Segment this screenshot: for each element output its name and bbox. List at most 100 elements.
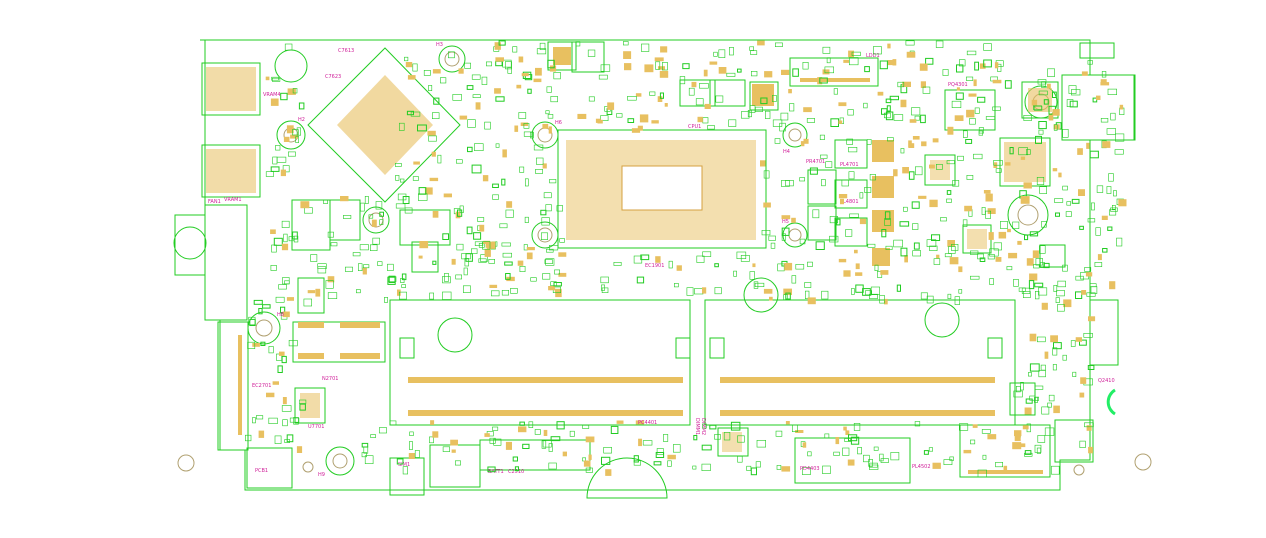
component-pad bbox=[889, 95, 900, 101]
component-pad bbox=[1009, 147, 1014, 155]
component-pad bbox=[1086, 292, 1096, 297]
component-pad bbox=[518, 56, 524, 63]
component-pad bbox=[1017, 240, 1022, 245]
component-pad bbox=[919, 63, 928, 71]
component-pad bbox=[714, 434, 721, 440]
component-pad bbox=[1053, 124, 1058, 131]
vram1-chip: VRAM1 bbox=[201, 144, 261, 203]
component-pad bbox=[900, 148, 905, 154]
gpu-package bbox=[307, 47, 461, 203]
component-pad bbox=[764, 110, 771, 119]
component-pad bbox=[1038, 287, 1048, 296]
component-pad bbox=[293, 417, 299, 425]
component-pad bbox=[631, 128, 641, 133]
component-pad bbox=[442, 233, 449, 241]
component-pad bbox=[804, 290, 810, 300]
component-pad bbox=[1083, 332, 1093, 338]
component-pad bbox=[284, 280, 290, 285]
component-pad bbox=[550, 281, 557, 287]
component-pad bbox=[433, 97, 440, 105]
component-pad bbox=[555, 289, 562, 298]
component-pad bbox=[667, 454, 676, 460]
component-pad bbox=[859, 218, 867, 225]
component-pad bbox=[315, 288, 321, 297]
ec2701-label: EC2701 bbox=[252, 383, 271, 389]
component-pad bbox=[879, 294, 885, 304]
component-pad bbox=[977, 96, 986, 103]
component-pad bbox=[1018, 147, 1029, 156]
component-pad bbox=[1053, 405, 1060, 414]
component-pad bbox=[940, 217, 947, 222]
component-pad bbox=[583, 460, 591, 467]
component-pad bbox=[466, 85, 474, 90]
component-pad bbox=[806, 118, 816, 123]
component-pad bbox=[696, 255, 705, 263]
component-pad bbox=[1039, 186, 1047, 194]
component-pad bbox=[655, 256, 661, 263]
component-pad bbox=[644, 64, 654, 73]
component-pad bbox=[896, 284, 901, 292]
component-pad bbox=[900, 99, 907, 108]
component-pad bbox=[1087, 365, 1095, 370]
component-pad bbox=[1034, 397, 1038, 403]
component-pad bbox=[1039, 245, 1046, 254]
component-pad bbox=[946, 190, 952, 195]
component-pad bbox=[777, 263, 785, 272]
component-pad bbox=[379, 219, 384, 225]
component-pad bbox=[702, 117, 709, 124]
component-pad bbox=[541, 217, 550, 226]
fan-connector: FAN1 bbox=[204, 199, 249, 451]
component-pad bbox=[874, 264, 879, 272]
component-pad bbox=[598, 74, 608, 80]
component-pad bbox=[587, 49, 596, 57]
component-pad bbox=[407, 75, 416, 80]
component-pad bbox=[1062, 185, 1068, 191]
component-pad bbox=[802, 61, 809, 70]
component-pad bbox=[1024, 234, 1029, 241]
component-pad bbox=[695, 98, 704, 106]
component-pad bbox=[524, 178, 529, 187]
component-pad bbox=[633, 460, 641, 466]
component-pad bbox=[271, 77, 281, 82]
component-pad bbox=[992, 106, 1001, 111]
component-pad bbox=[655, 61, 661, 70]
component-pad bbox=[737, 435, 745, 443]
component-pad bbox=[974, 61, 980, 71]
component-pad bbox=[848, 434, 858, 442]
component-pad bbox=[542, 440, 552, 448]
component-pad bbox=[1062, 354, 1067, 361]
component-pad bbox=[505, 441, 512, 450]
component-pad bbox=[361, 442, 369, 448]
component-pad bbox=[588, 96, 595, 102]
component-pad bbox=[423, 70, 431, 76]
component-pad bbox=[1091, 202, 1095, 211]
component-pad bbox=[845, 430, 850, 435]
component-pad bbox=[807, 297, 816, 305]
component-pad bbox=[389, 420, 397, 426]
component-pad bbox=[863, 102, 868, 109]
component-pad bbox=[627, 118, 635, 123]
component-pad bbox=[577, 113, 587, 119]
component-pad bbox=[431, 151, 436, 157]
component-pad bbox=[1043, 99, 1049, 105]
component-pad bbox=[989, 278, 994, 285]
component-pad bbox=[1088, 316, 1096, 322]
component-pad bbox=[518, 112, 527, 119]
component-pad bbox=[979, 63, 986, 69]
component-pad bbox=[656, 448, 664, 455]
component-pad bbox=[783, 288, 792, 295]
component-pad bbox=[1020, 196, 1030, 204]
component-pad bbox=[899, 221, 910, 227]
component-pad bbox=[548, 443, 553, 452]
component-pad bbox=[750, 467, 757, 476]
component-pad bbox=[507, 67, 512, 74]
component-pad bbox=[486, 241, 496, 249]
component-pad bbox=[404, 207, 413, 214]
component-pad bbox=[785, 180, 794, 187]
component-pad bbox=[545, 258, 555, 266]
component-pad bbox=[699, 83, 709, 89]
component-pad bbox=[709, 424, 717, 430]
component-pad bbox=[464, 62, 472, 69]
component-pad bbox=[1035, 135, 1042, 144]
component-pad bbox=[379, 211, 384, 217]
